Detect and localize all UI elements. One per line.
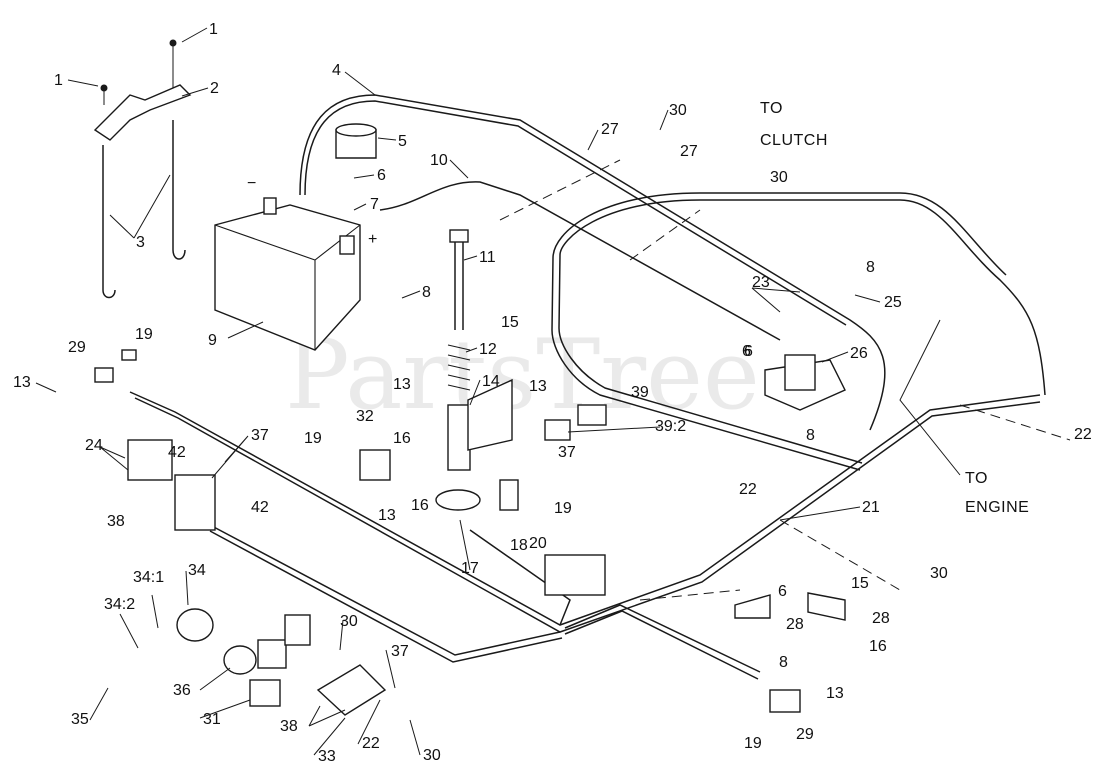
callout-35: 35: [71, 711, 89, 728]
callout-8: 8: [422, 284, 431, 301]
to-clutch-caption-line1: TO: [760, 100, 783, 117]
callout-30: 30: [340, 613, 358, 630]
callout-25: 25: [884, 294, 902, 311]
callout-19: 19: [135, 326, 153, 343]
callout-29: 29: [68, 339, 86, 356]
callout-6: 6: [742, 343, 751, 360]
callout-34: 34: [188, 562, 206, 579]
callout-30: 30: [423, 747, 441, 764]
callout-18: 18: [510, 537, 528, 554]
to-engine-leader: [899, 319, 961, 476]
callout-30: 30: [770, 169, 788, 186]
part-long-bolt-and-spring: [435, 229, 513, 511]
main-wiring-harness: [129, 391, 1041, 680]
callout-32: 32: [356, 408, 374, 425]
callout-8: 8: [866, 259, 875, 276]
callout-28: 28: [786, 616, 804, 633]
callout-6: 6: [377, 167, 386, 184]
callout-30: 30: [930, 565, 948, 582]
upper-cable-loop: [299, 94, 1046, 471]
callout-3: 3: [136, 234, 145, 251]
callout-15: 15: [851, 575, 869, 592]
callout-5: 5: [398, 133, 407, 150]
part-cover-cap: [335, 123, 377, 159]
part-solenoid-bracket: [764, 354, 846, 411]
callout-4: 4: [332, 62, 341, 79]
part-bracket-and-rods: [93, 39, 192, 299]
callout-13: 13: [393, 376, 411, 393]
callout-16: 16: [393, 430, 411, 447]
callout-10: 10: [430, 152, 448, 169]
callout-6: 6: [744, 343, 753, 360]
callout-13: 13: [378, 507, 396, 524]
callout-20: 20: [529, 535, 547, 552]
callout-15: 15: [501, 314, 519, 331]
callout-13: 13: [13, 374, 31, 391]
callout-38: 38: [280, 718, 298, 735]
callout-12: 12: [479, 341, 497, 358]
part-switches-and-connectors: [94, 349, 846, 716]
callout-27: 27: [680, 143, 698, 160]
callout-14: 14: [482, 373, 500, 390]
watermark-text: PartsTree: [285, 319, 760, 431]
callout-37: 37: [391, 643, 409, 660]
callout-2: 2: [210, 80, 219, 97]
callout-labels: 1 1 2 3 4 5 6 7 8 9 10 11 12 13 13 13 13…: [13, 21, 1092, 765]
callout-37: 37: [251, 427, 269, 444]
callout-8: 8: [806, 427, 815, 444]
callout-16: 16: [869, 638, 887, 655]
callout-27: 27: [601, 121, 619, 138]
battery-positive-sign: +: [368, 231, 378, 248]
callout-29: 29: [796, 726, 814, 743]
callout-42: 42: [168, 444, 186, 461]
callout-28: 28: [872, 610, 890, 627]
callout-22: 22: [739, 481, 757, 498]
callout-19: 19: [554, 500, 572, 517]
callout-21: 21: [862, 499, 880, 516]
callout-9: 9: [208, 332, 217, 349]
callout-1: 1: [209, 21, 218, 38]
callout-19: 19: [744, 735, 762, 752]
callout-23: 23: [752, 274, 770, 291]
callout-7: 7: [370, 196, 379, 213]
callout-6: 6: [778, 583, 787, 600]
battery-negative-sign: −: [247, 175, 257, 192]
callout-13: 13: [529, 378, 547, 395]
callout-34-1: 34:1: [133, 569, 164, 586]
callout-22: 22: [1074, 426, 1092, 443]
callout-37: 37: [558, 444, 576, 461]
callout-39: 39: [631, 384, 649, 401]
callout-11: 11: [479, 249, 496, 266]
callout-38: 38: [107, 513, 125, 530]
callout-39-2: 39:2: [655, 418, 686, 435]
reference-lines: [499, 159, 1071, 601]
to-clutch-caption-line2: CLUTCH: [760, 132, 828, 149]
callout-24: 24: [85, 437, 103, 454]
callout-13: 13: [826, 685, 844, 702]
callout-8: 8: [779, 654, 788, 671]
callout-36: 36: [173, 682, 191, 699]
callout-16: 16: [411, 497, 429, 514]
callout-34-2: 34:2: [104, 596, 135, 613]
part-battery: − +: [214, 175, 378, 351]
leader-lines: [35, 27, 881, 756]
callout-1: 1: [54, 72, 63, 89]
callout-33: 33: [318, 748, 336, 765]
callout-42: 42: [251, 499, 269, 516]
callout-22: 22: [362, 735, 380, 752]
callout-30: 30: [669, 102, 687, 119]
callout-19: 19: [304, 430, 322, 447]
callout-26: 26: [850, 345, 868, 362]
to-engine-caption-line2: ENGINE: [965, 499, 1029, 516]
to-engine-caption-line1: TO: [965, 470, 988, 487]
